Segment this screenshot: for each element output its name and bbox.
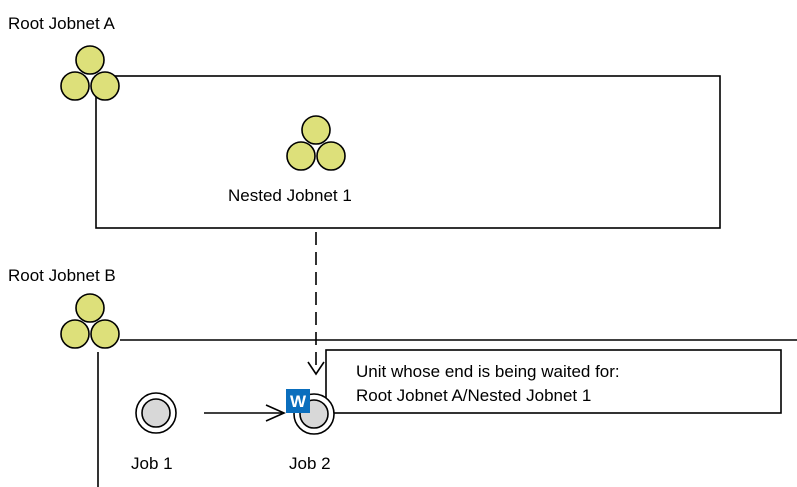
root-jobnet-a-frame xyxy=(95,75,721,229)
job-1-label: Job 1 xyxy=(131,454,173,473)
root-jobnet-b-label: Root Jobnet B xyxy=(8,266,116,285)
wait-badge-letter: W xyxy=(290,392,307,411)
job-flow-arrowhead xyxy=(265,404,286,422)
nested-jobnet-1-jobnet-icon xyxy=(286,115,346,171)
wait-badge-icon xyxy=(286,389,310,413)
wait-target-callout xyxy=(325,349,782,414)
root-jobnet-b-jobnet-icon xyxy=(60,293,120,349)
nested-jobnet-1-label: Nested Jobnet 1 xyxy=(228,186,352,205)
root-jobnet-a-jobnet-icon xyxy=(60,45,120,101)
job-2-label: Job 2 xyxy=(289,454,331,473)
wait-dependency-arrowhead xyxy=(307,361,325,376)
job-1-job-icon xyxy=(135,392,177,434)
root-jobnet-a-label: Root Jobnet A xyxy=(8,14,115,33)
callout-line-2: Root Jobnet A/Nested Jobnet 1 xyxy=(356,386,591,405)
callout-line-1: Unit whose end is being waited for: xyxy=(356,362,620,381)
